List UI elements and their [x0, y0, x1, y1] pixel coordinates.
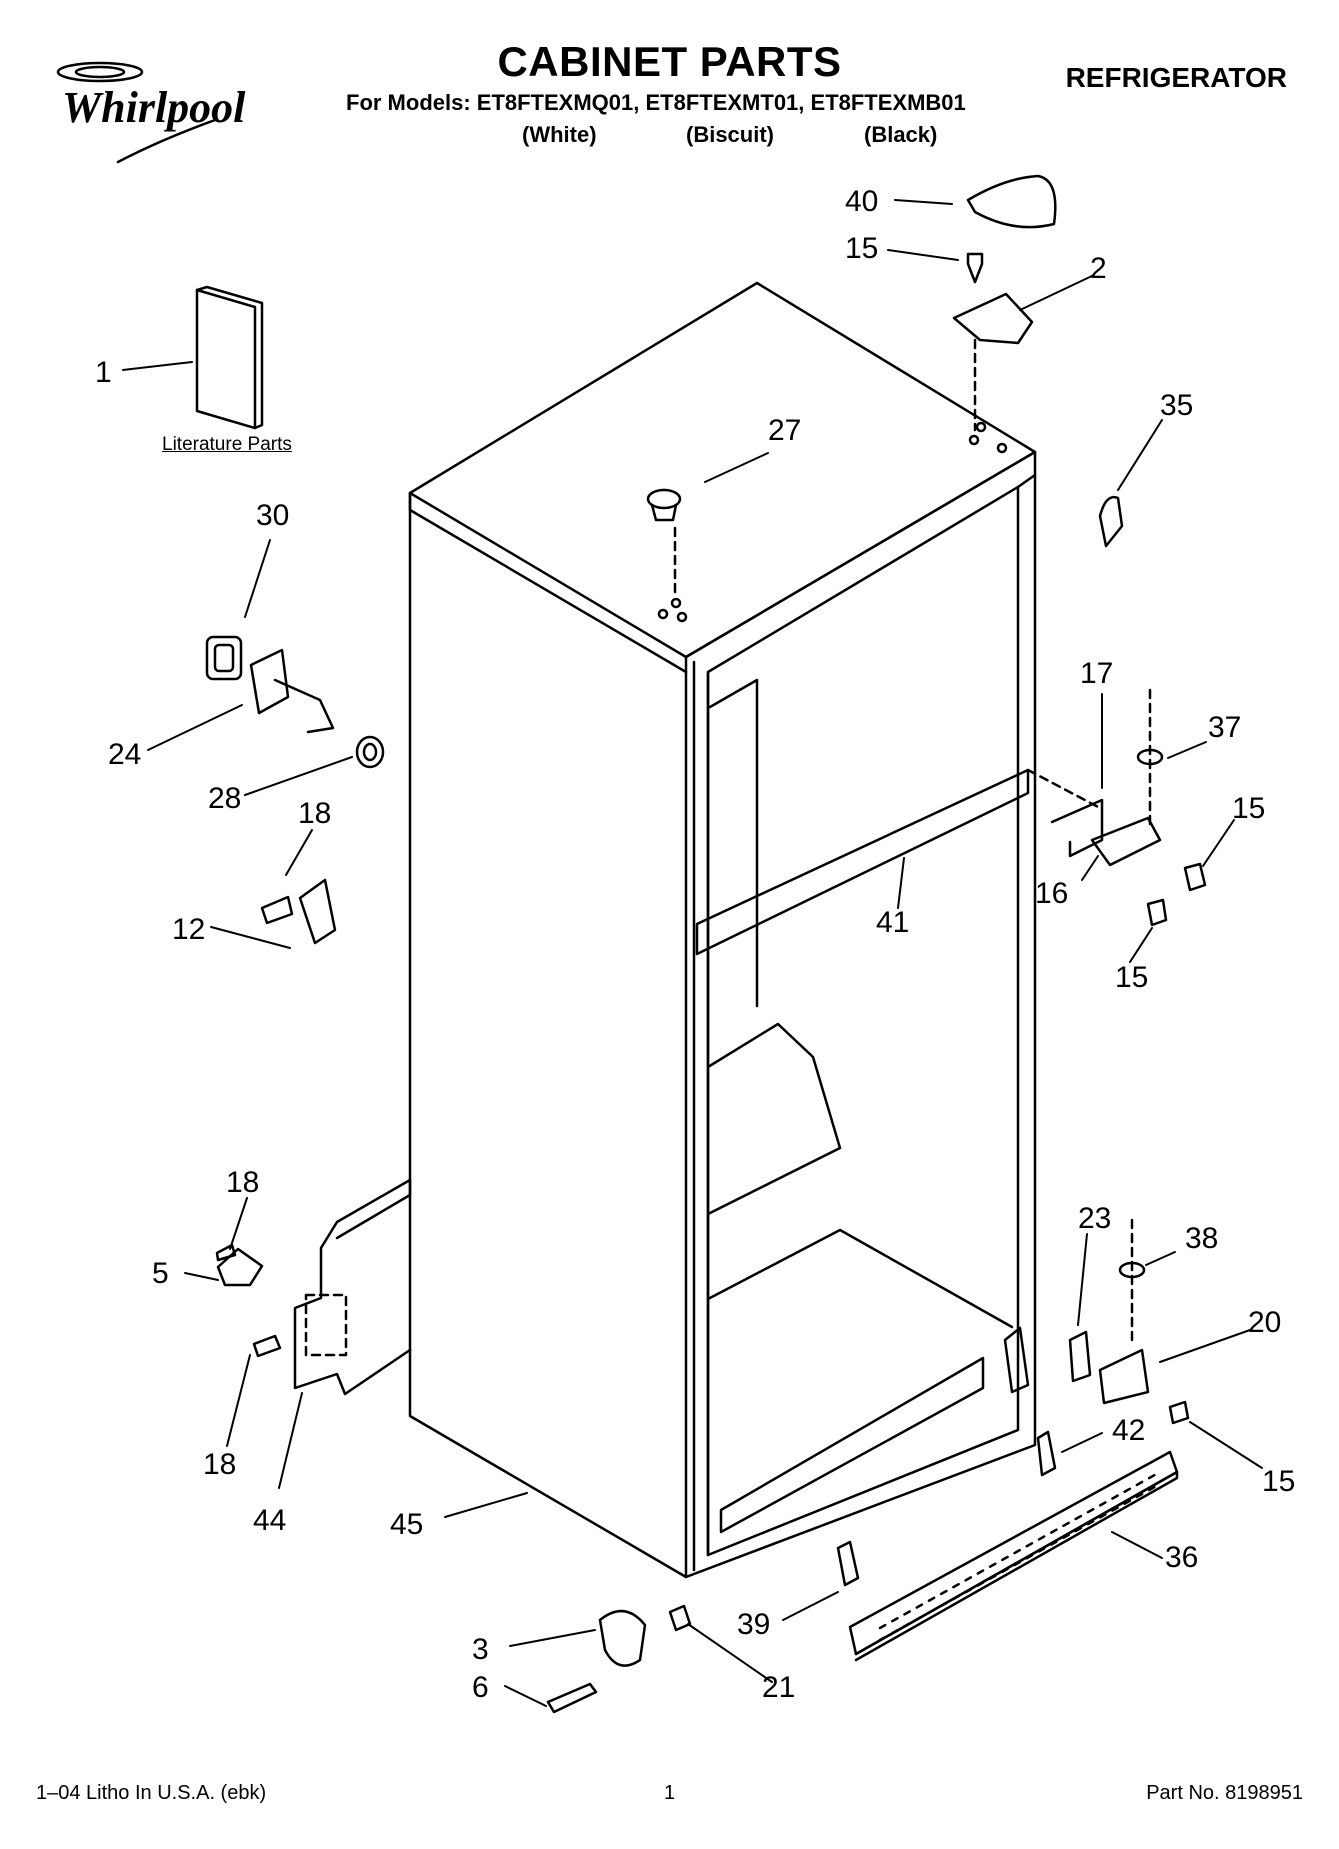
- callout-30: 30: [256, 499, 289, 532]
- bottom-hinge-assembly: [1003, 1218, 1190, 1425]
- top-plug: [646, 488, 682, 596]
- callout-15-lower: 15: [1115, 961, 1148, 994]
- cabinet-shell: [408, 281, 1037, 1579]
- color-biscuit: (Biscuit): [686, 122, 774, 147]
- callout-20: 20: [1248, 1306, 1281, 1339]
- color-white: (White): [522, 122, 597, 147]
- callout-18-bottom: 18: [203, 1448, 236, 1481]
- callout-15-right: 15: [1232, 792, 1265, 825]
- callout-5: 5: [152, 1257, 169, 1290]
- hinge-cover-right: [1098, 495, 1124, 548]
- callout-36: 36: [1165, 1541, 1198, 1574]
- callout-40: 40: [845, 185, 878, 218]
- callout-41: 41: [876, 906, 909, 939]
- callout-37: 37: [1208, 711, 1241, 744]
- door-stop-assembly: [205, 635, 385, 769]
- literature-parts-label: Literature Parts: [162, 434, 292, 455]
- callout-38: 38: [1185, 1222, 1218, 1255]
- toe-grille: [848, 1450, 1179, 1662]
- top-hinge: [952, 292, 1034, 345]
- callout-1: 1: [95, 356, 112, 389]
- callout-42: 42: [1112, 1414, 1145, 1447]
- callout-2: 2: [1090, 252, 1107, 285]
- callout-6: 6: [472, 1671, 489, 1704]
- top-mounting-holes: [657, 421, 1008, 623]
- whirlpool-logo-swirl: [56, 61, 217, 164]
- footer-part-number: Part No. 8198951: [1146, 1782, 1303, 1804]
- screw-top: [966, 252, 984, 284]
- callout-17: 17: [1080, 657, 1113, 690]
- grille-clip-right: [1036, 1430, 1057, 1477]
- callout-27: 27: [768, 414, 801, 447]
- hinge-cap-top: [966, 174, 1057, 229]
- callout-numbers: 40 15 2 1 27 35 30 24 28 18 12 17 37 15 …: [95, 185, 1295, 1704]
- callout-18-upper: 18: [298, 797, 331, 830]
- footer-print-info: 1–04 Litho In U.S.A. (ebk): [36, 1782, 267, 1804]
- callout-21: 21: [762, 1671, 795, 1704]
- callout-44: 44: [253, 1504, 286, 1537]
- freezer-divider: [695, 678, 1030, 1534]
- center-hinge-assembly: [1026, 688, 1207, 927]
- door-stop-bracket: [260, 878, 337, 945]
- page-title: CABINET PARTS: [497, 38, 842, 85]
- leveling-roller: [546, 1604, 692, 1714]
- callout-45: 45: [390, 1508, 423, 1541]
- whirlpool-logo: Whirlpool: [62, 83, 246, 132]
- models-line: For Models: ET8FTEXMQ01, ET8FTEXMT01, ET…: [346, 90, 966, 115]
- grille-clip-left: [836, 1540, 860, 1587]
- callout-15-bottom: 15: [1262, 1465, 1295, 1498]
- callout-leaders: [122, 199, 1263, 1707]
- toe-grille-bracket-left: [215, 1178, 412, 1396]
- footer-page-number: 1: [664, 1782, 676, 1804]
- literature-booklet: [195, 285, 264, 430]
- callout-18-left: 18: [226, 1166, 259, 1199]
- callout-24: 24: [108, 738, 141, 771]
- callout-23: 23: [1078, 1202, 1111, 1235]
- callout-35: 35: [1160, 389, 1193, 422]
- product-type: REFRIGERATOR: [1065, 62, 1287, 93]
- callout-28: 28: [208, 782, 241, 815]
- callout-3: 3: [472, 1633, 489, 1666]
- callout-12: 12: [172, 913, 205, 946]
- callout-16: 16: [1035, 877, 1068, 910]
- color-black: (Black): [864, 122, 938, 147]
- callout-15-top: 15: [845, 232, 878, 265]
- callout-39: 39: [737, 1608, 770, 1641]
